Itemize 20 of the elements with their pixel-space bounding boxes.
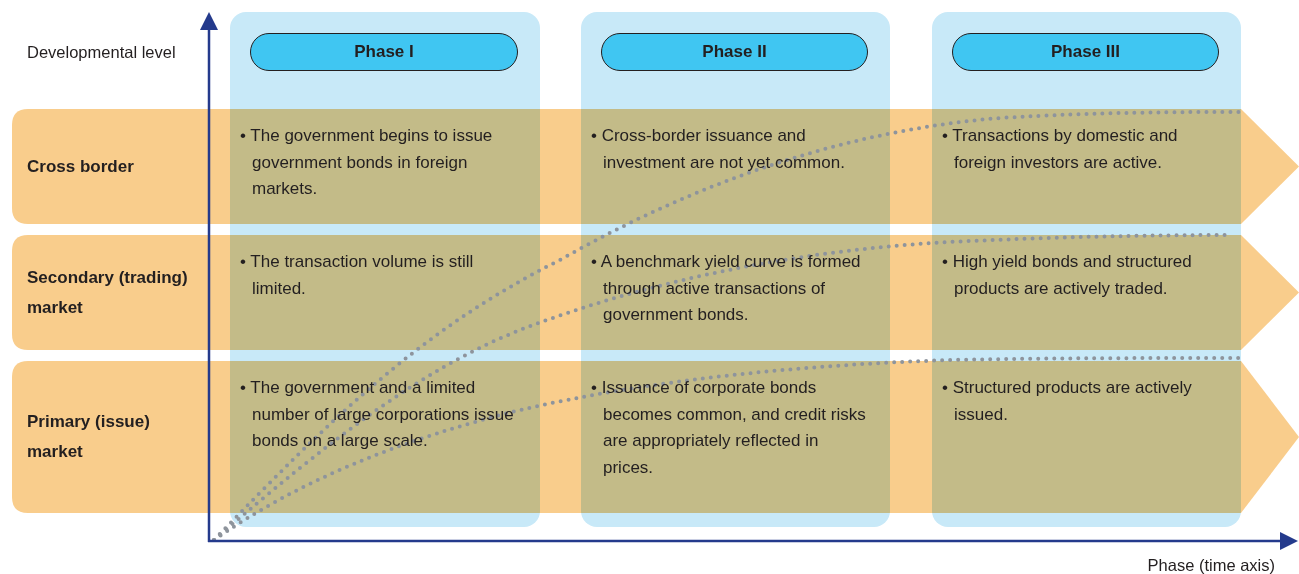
cell-text: • A benchmark yield curve is formed through active transactions of government bonds. — [591, 251, 862, 326]
cell-text: • High yield bonds and structured products are actively traded. — [942, 251, 1193, 300]
axis-label: Developmental level — [27, 43, 176, 62]
cell-text: • Cross-border issuance and investment are not yet common. — [591, 125, 846, 174]
cell-text: • The government begins to issue government bonds in foreign markets. — [240, 125, 494, 200]
phase-column — [932, 12, 1241, 527]
cell-text: • Issuance of corporate bonds becomes common, and credit risks are appropriately reflected in prices. — [591, 377, 867, 479]
market-label: Secondary (trading) market — [27, 266, 189, 319]
phase-label: Phase II — [601, 33, 868, 71]
phase-label: Phase III — [952, 33, 1219, 71]
market-label: Cross border — [27, 155, 135, 178]
phase-column — [581, 12, 890, 527]
axis-label: Phase (time axis) — [1147, 556, 1275, 574]
cell-text: • Transactions by domestic and foreign investors are active. — [942, 125, 1179, 174]
cell-text: • The government and a limited number of large corporations issue bonds on a large scale. — [240, 377, 515, 452]
phase-column — [230, 12, 540, 527]
cell-text: • The transaction volume is still limited. — [240, 251, 475, 300]
phase-label: Phase I — [250, 33, 518, 71]
cell-text: • Structured products are actively issued. — [942, 377, 1193, 426]
market-label: Primary (issue) market — [27, 411, 151, 463]
